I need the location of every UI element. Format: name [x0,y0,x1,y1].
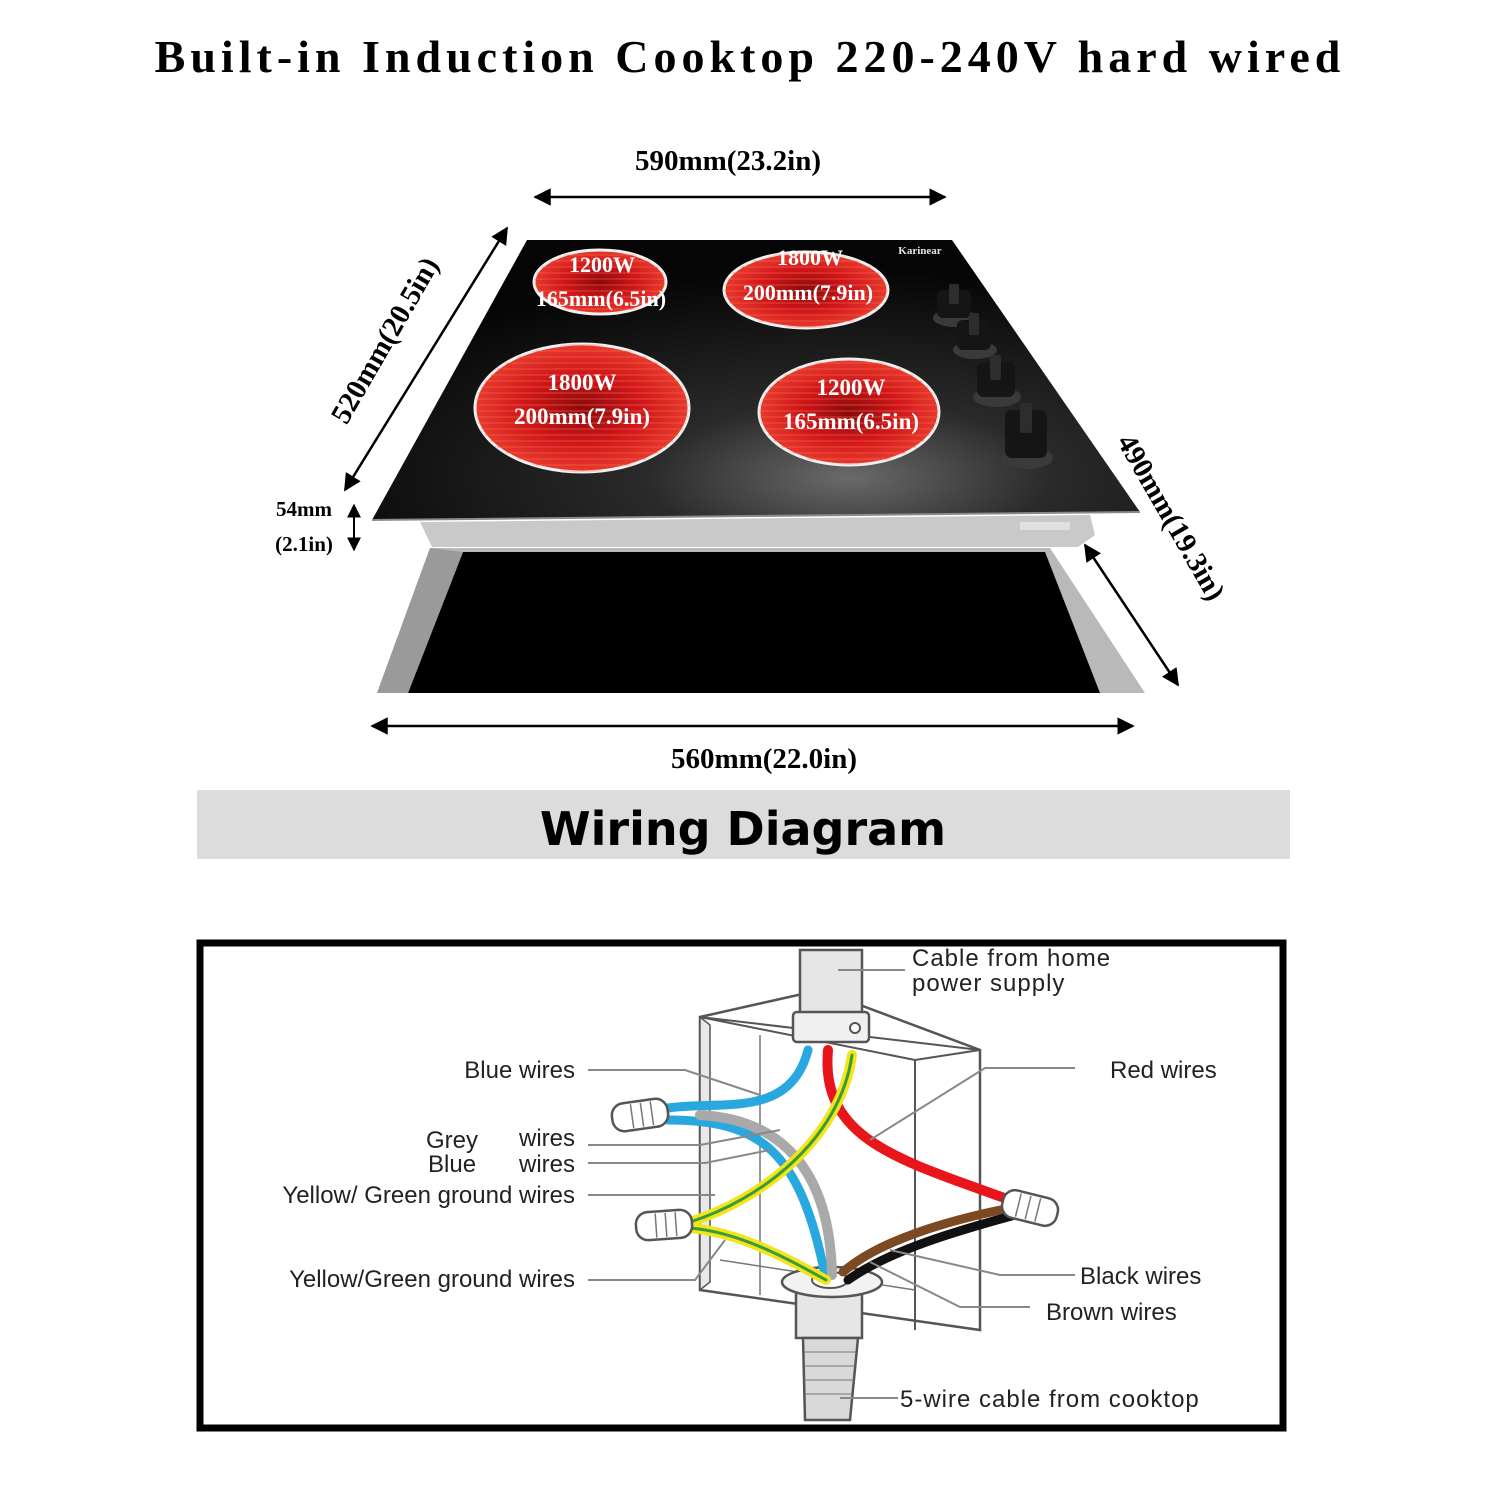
burner-front-right: 1200W 165mm(6.5in) [757,357,941,467]
leader-lines [588,969,1075,1399]
brand-logo: Karinear [898,245,941,257]
wire-brown [838,1203,1015,1277]
label-grey-wires: wires [518,1125,575,1152]
burner-front-left: 1800W 200mm(7.9in) [473,342,691,474]
burner-front-right-size: 165mm(6.5in) [783,409,919,434]
label-red-wires: Red wires [1110,1057,1217,1084]
burner-rear-left-power: 1200W [569,252,635,277]
label-blue-wires-1: Blue wires [464,1057,575,1084]
dimension-cutout-width-label: 560mm(22.0in) [671,743,857,775]
dimension-depth-arrow [343,226,509,492]
cutout-plate [377,548,1145,693]
dimension-height-mm: 54mm [276,497,332,521]
wiring-labels: Cable from home power supply Blue wires … [282,945,1216,1413]
wires [663,1045,1020,1285]
control-knob-4 [1001,403,1053,469]
label-grey: Grey [426,1127,478,1154]
wire-black [843,1210,1020,1285]
label-yellow-green-1: Yellow/ Green ground wires [282,1182,575,1209]
dimension-height-in: (2.1in) [275,532,333,556]
burner-rear-right: 1800W 200mm(7.9in) [722,245,890,330]
label-cooktop-cable: 5-wire cable from cooktop [900,1386,1200,1413]
label-black-wires: Black wires [1080,1263,1201,1290]
dimension-top-width-label: 590mm(23.2in) [635,145,821,177]
dimension-depth-label: 520mm(20.5in) [325,252,446,429]
label-blue-wires-2: wires [518,1151,575,1178]
wire-nut-left-lower [634,1208,694,1242]
wire-blue-upper [663,1045,813,1113]
page-title: Built-in Induction Cooktop 220-240V hard… [155,31,1346,82]
burner-front-left-power: 1800W [548,370,617,395]
control-knob-3 [973,355,1021,407]
wire-red [822,1045,1015,1205]
label-supply-line1: Cable from home [912,945,1111,972]
burner-rear-left-size: 165mm(6.5in) [536,286,666,311]
label-supply-line2: power supply [912,970,1065,997]
cooktop: Karinear 1200W 165mm(6.5in) 1800W 200mm(… [371,240,1141,547]
burner-rear-right-power: 1800W [777,245,843,270]
burner-rear-right-size: 200mm(7.9in) [743,280,873,305]
control-knob-2 [953,313,997,359]
model-plate [1020,522,1070,530]
wire-yellow-green-lower-stripe [688,1226,828,1282]
wiring-banner-title: Wiring Diagram [540,802,946,856]
wiring-banner [197,790,1290,859]
wire-blue-lower [663,1115,830,1280]
label-brown-wires: Brown wires [1046,1299,1177,1326]
burner-rear-left: 1200W 165mm(6.5in) [532,248,668,316]
burner-front-left-size: 200mm(7.9in) [514,404,650,429]
dimension-cutout-depth-label: 490mm(19.3in) [1110,429,1231,606]
wire-yellow-green-upper-stripe [688,1053,854,1224]
cooktop-side-frame [420,515,1095,547]
wire-nut-right [1000,1188,1060,1228]
label-blue-2: Blue [428,1151,476,1178]
label-yellow-green-2: Yellow/Green ground wires [289,1266,575,1293]
wire-nut-left-upper [610,1097,670,1133]
burner-front-right-power: 1200W [817,375,886,400]
supply-cable [791,948,871,1044]
dimension-cutout-depth-arrow [1083,543,1180,687]
